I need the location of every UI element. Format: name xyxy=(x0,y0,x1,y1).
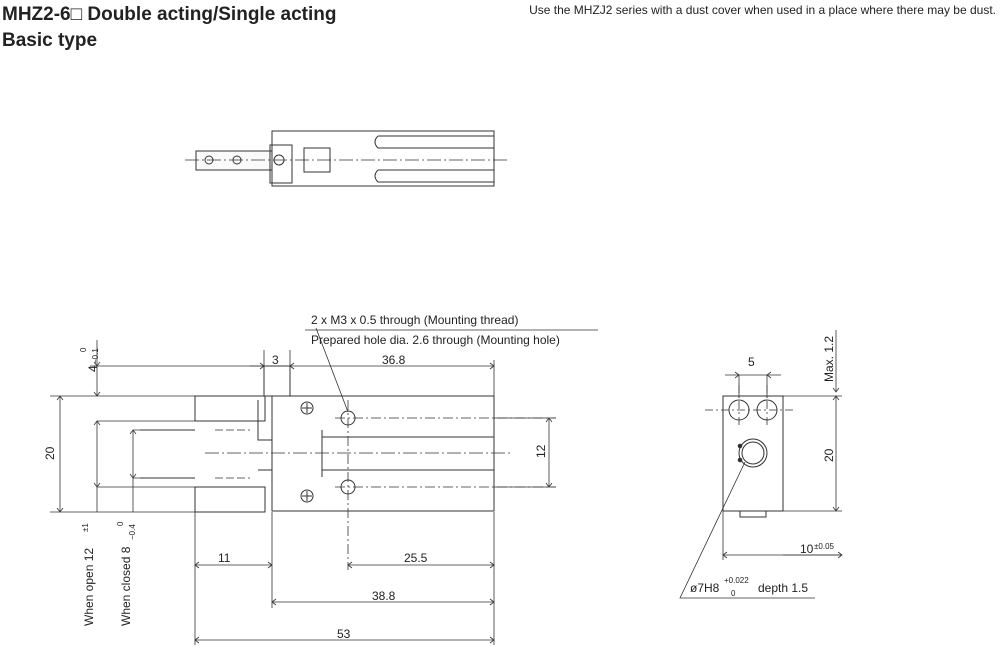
side-pin-2 xyxy=(737,457,743,463)
dim-10-tol: ±0.05 xyxy=(814,542,835,551)
side-base-tab xyxy=(739,510,767,518)
side-view xyxy=(705,385,795,518)
dim-38-8-arrows xyxy=(271,598,495,606)
dim-4: 4 xyxy=(86,365,100,372)
dim-53-arrows xyxy=(194,636,495,644)
title-line-2: Basic type xyxy=(2,30,98,51)
dim-closed-tol-lower: −0.4 xyxy=(128,524,137,540)
top-view-rail-upper xyxy=(374,135,494,149)
ext-lines-20-left xyxy=(50,395,195,513)
front-jaw-outline xyxy=(257,400,273,510)
top-view-rail-lower xyxy=(374,169,494,183)
side-pin-1 xyxy=(737,443,743,449)
dim-4-tol-lower: −0.1 xyxy=(91,348,100,364)
thread-callout: 2 x M3 x 0.5 through (Mounting thread) xyxy=(311,313,518,327)
front-finger-lower xyxy=(194,486,266,513)
front-jaw-open-lines xyxy=(140,429,195,479)
bore-leader xyxy=(679,461,815,599)
side-body xyxy=(722,395,784,512)
mounting-screw-lower xyxy=(300,489,314,503)
dim-11: 11 xyxy=(218,551,231,565)
dim-11-arrows xyxy=(194,561,273,569)
ext-lines-open xyxy=(97,420,195,488)
dim-when-open-tol: ±1 xyxy=(81,523,90,532)
dim-closed-arrows xyxy=(129,429,137,479)
front-dimension-lines xyxy=(50,327,598,645)
bore-tol-upper: +0.022 xyxy=(724,576,749,585)
dim-3: 3 xyxy=(272,353,279,367)
front-top-block xyxy=(263,365,291,397)
side-ext-lines xyxy=(783,395,842,556)
dim-25-5-arrows xyxy=(347,561,495,569)
dim-10: 10 xyxy=(800,542,814,556)
bore-callout-prefix: ø7H8 xyxy=(690,581,720,595)
side-dimension-lines xyxy=(679,330,843,599)
hole-callout: Prepared hole dia. 2.6 through (Mounting… xyxy=(311,333,560,347)
dim-4-arrows xyxy=(93,361,101,397)
front-body xyxy=(271,395,495,512)
dim-20-left-arrows xyxy=(56,395,64,513)
front-view xyxy=(140,365,556,570)
screw-cross-upper xyxy=(302,403,312,413)
front-finger-upper xyxy=(194,395,266,422)
top-view-body xyxy=(271,130,495,187)
top-view-finger xyxy=(195,150,273,171)
side-bore xyxy=(738,438,768,468)
top-view xyxy=(185,130,510,187)
mounting-screw-upper xyxy=(300,401,314,415)
dim-closed-line xyxy=(132,429,140,512)
dim-5-line xyxy=(725,374,781,398)
dim-closed-tol-upper: 0 xyxy=(116,521,125,526)
ext-lines-bottom xyxy=(194,512,495,645)
page-title: MHZ2-6□ Double acting/Single acting Basi… xyxy=(2,2,337,54)
bore-callout-suffix: depth 1.5 xyxy=(758,581,808,595)
dim-12: 12 xyxy=(534,444,548,458)
dim-12-arrows xyxy=(545,417,553,488)
dim-20-left: 20 xyxy=(43,446,57,460)
dim-10-line xyxy=(722,511,842,560)
ext-lines-12 xyxy=(494,417,556,488)
dim-10-arrows xyxy=(722,551,843,559)
dim-25-5: 25.5 xyxy=(404,551,428,565)
top-view-jaw xyxy=(269,144,293,184)
dust-cover-note: Use the MHZJ2 series with a dust cover w… xyxy=(529,3,996,17)
dim-when-open: When open 12 xyxy=(82,548,96,626)
dim-20-right-arrows xyxy=(832,387,840,512)
dim-when-closed: When closed 8 xyxy=(119,546,133,626)
dim-5-arrows xyxy=(734,371,772,379)
bore-tol-lower: 0 xyxy=(731,589,736,598)
dim-38-8: 38.8 xyxy=(372,589,396,603)
ext-lines-4 xyxy=(90,365,264,397)
dim-20-right: 20 xyxy=(822,448,836,462)
title-line-1: MHZ2-6□ Double acting/Single acting xyxy=(2,4,337,25)
dim-5: 5 xyxy=(748,355,755,369)
screw-cross-lower xyxy=(302,491,312,501)
dim-36-8: 36.8 xyxy=(382,353,406,367)
side-bore-inner xyxy=(741,441,765,465)
dim-53: 53 xyxy=(337,627,351,641)
ext-lines-top xyxy=(263,350,495,396)
dim-max-1-2: Max. 1.2 xyxy=(822,336,836,382)
drawing-text: 2 x M3 x 0.5 through (Mounting thread) P… xyxy=(43,313,836,641)
dim-open-arrows xyxy=(93,420,101,488)
thread-leader xyxy=(305,327,598,413)
dim-4-tol-upper: 0 xyxy=(79,347,88,352)
